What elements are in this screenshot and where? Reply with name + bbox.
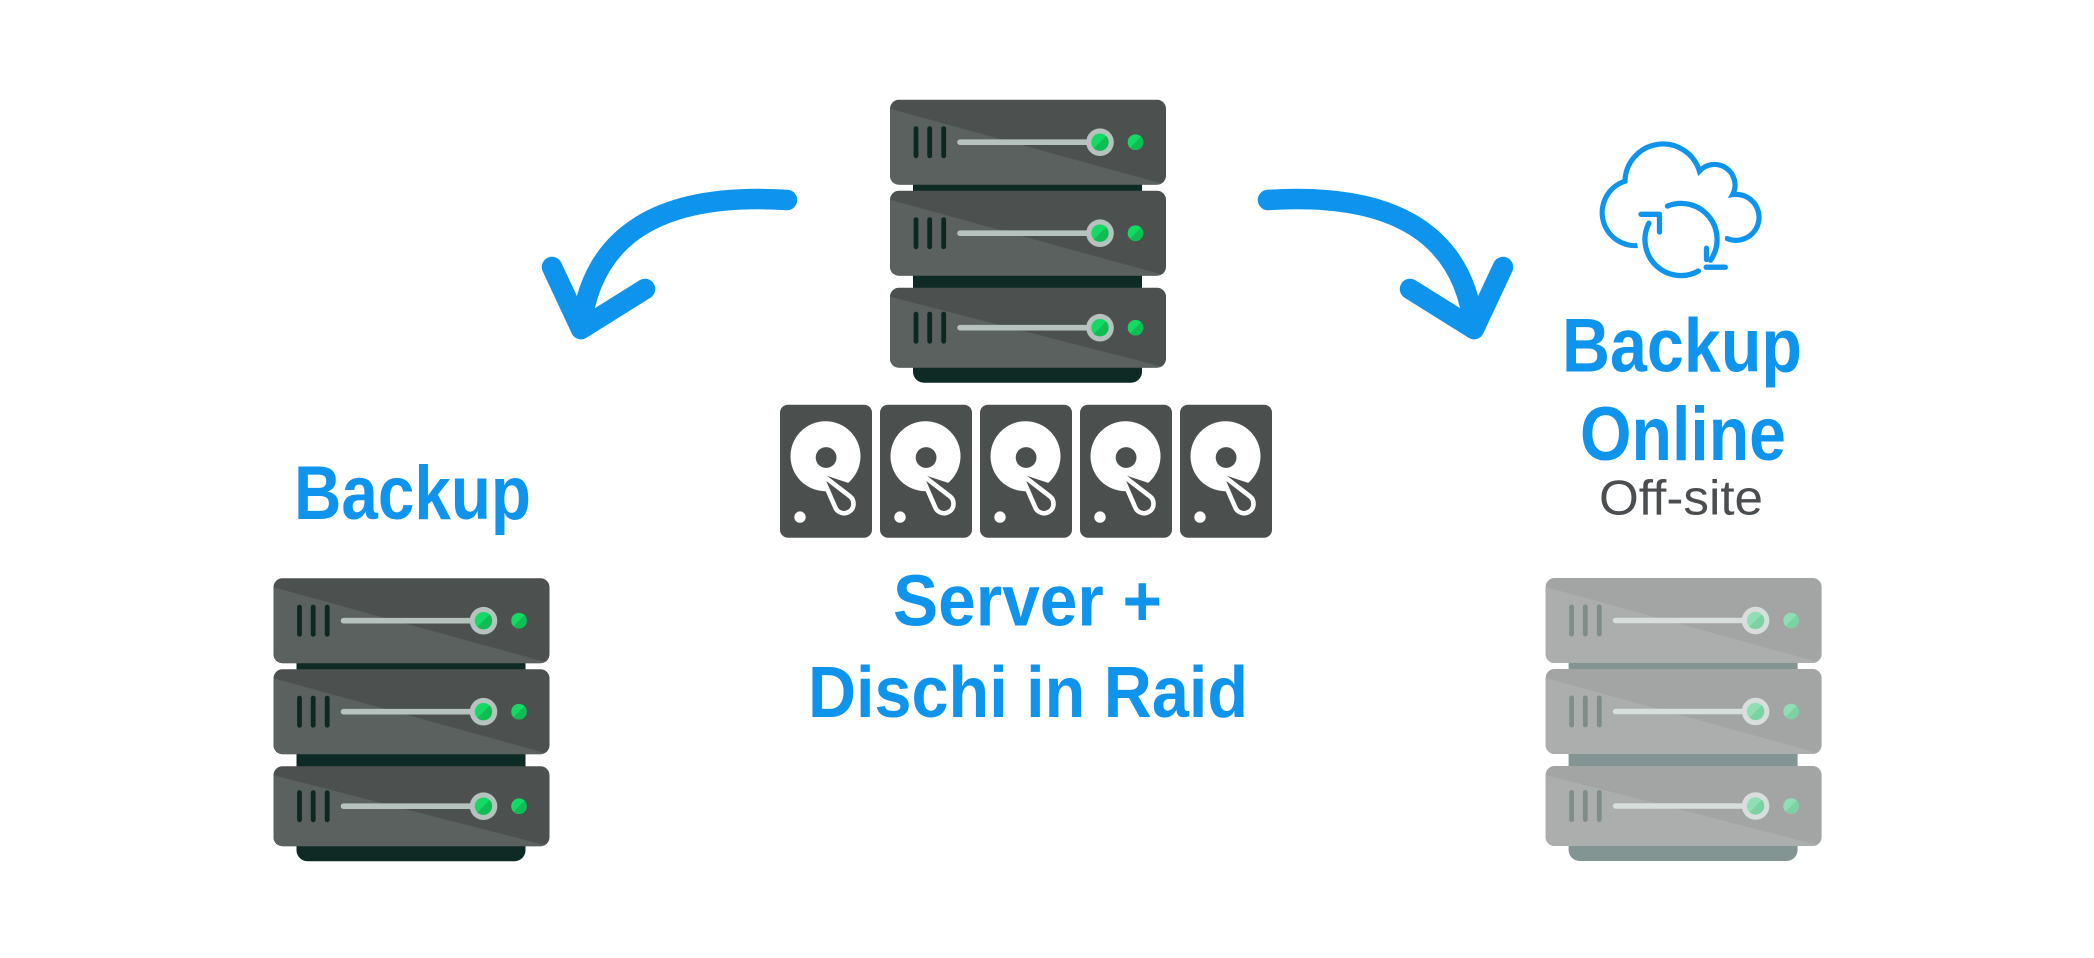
svg-text:Dischi in Raid: Dischi in Raid xyxy=(808,653,1248,733)
svg-text:Online: Online xyxy=(1580,392,1786,477)
svg-text:Backup: Backup xyxy=(294,451,531,536)
svg-text:Backup: Backup xyxy=(1562,303,1802,388)
svg-text:Server +: Server + xyxy=(893,561,1162,641)
svg-text:Off-site: Off-site xyxy=(1599,472,1763,526)
